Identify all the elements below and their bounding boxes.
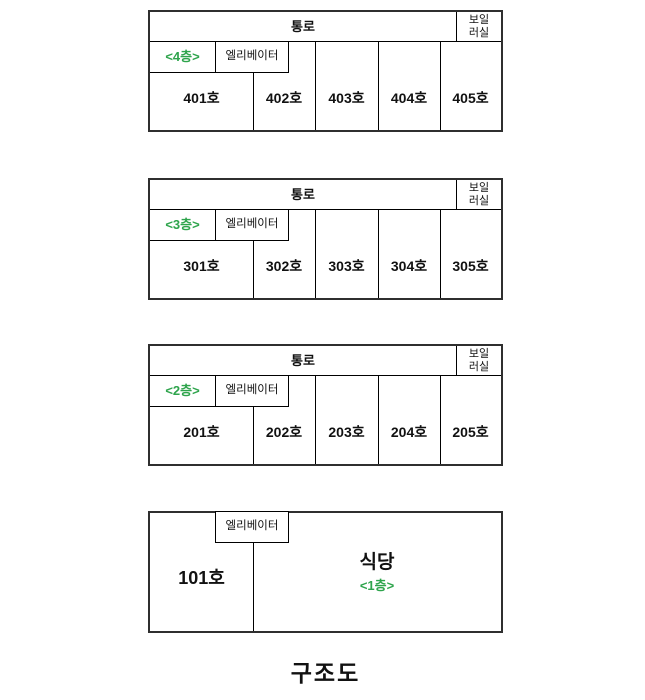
wall-line bbox=[440, 41, 441, 130]
room-202-label: 202호 bbox=[265, 424, 303, 440]
room-304-label: 304호 bbox=[390, 258, 428, 274]
corridor-label: 통로 bbox=[291, 353, 315, 368]
boiler-room-label: 보일 러실 bbox=[457, 346, 501, 375]
floor-3-block: 통로 보일 러실 <3층> 엘리베이터 301호 302호 303호 304호 … bbox=[148, 178, 503, 300]
boiler-room-line1: 보일 bbox=[468, 347, 490, 360]
elevator-box: 엘리베이터 bbox=[215, 209, 289, 241]
boiler-room-line1: 보일 bbox=[468, 13, 490, 26]
elevator-label: 엘리베이터 bbox=[225, 384, 279, 396]
room-204-label: 204호 bbox=[390, 424, 428, 440]
floor-2-block: 통로 보일 러실 <2층> 엘리베이터 201호 202호 203호 204호 … bbox=[148, 344, 503, 466]
floor-2-tag: <2층> bbox=[165, 383, 200, 398]
room-305-label: 305호 bbox=[452, 258, 489, 274]
floor-4-block: 통로 보일 러실 <4층> 엘리베이터 401호 402호 403호 404호 … bbox=[148, 10, 503, 132]
corridor-label: 통로 bbox=[291, 187, 315, 202]
floor-1-tag: <1층> bbox=[359, 578, 395, 593]
elevator-box: 엘리베이터 bbox=[215, 375, 289, 407]
wall-line bbox=[253, 240, 254, 298]
elevator-label: 엘리베이터 bbox=[225, 50, 279, 62]
wall-line bbox=[378, 41, 379, 130]
boiler-room-line1: 보일 bbox=[468, 181, 490, 194]
wall-line bbox=[253, 406, 254, 464]
boiler-room-line2: 러실 bbox=[468, 26, 490, 39]
room-203-label: 203호 bbox=[328, 424, 365, 440]
wall-line bbox=[253, 542, 254, 631]
boiler-room-line2: 러실 bbox=[468, 194, 490, 207]
room-303-label: 303호 bbox=[328, 258, 365, 274]
room-302-label: 302호 bbox=[265, 258, 303, 274]
cafeteria-area: 식당 <1층> bbox=[253, 551, 501, 595]
wall-line bbox=[150, 406, 215, 407]
elevator-box: 엘리베이터 bbox=[215, 41, 289, 73]
wall-line bbox=[150, 41, 501, 42]
wall-line bbox=[150, 375, 501, 376]
wall-line bbox=[456, 12, 457, 41]
wall-line bbox=[315, 41, 316, 130]
room-401-label: 401호 bbox=[183, 90, 220, 106]
elevator-label: 엘리베이터 bbox=[225, 520, 279, 532]
room-201-label: 201호 bbox=[183, 424, 220, 440]
wall-line bbox=[150, 209, 501, 210]
wall-line bbox=[456, 180, 457, 209]
diagram-caption: 구조도 bbox=[290, 660, 361, 686]
boiler-room-label: 보일 러실 bbox=[457, 12, 501, 41]
room-403-label: 403호 bbox=[328, 90, 365, 106]
room-301-label: 301호 bbox=[183, 258, 220, 274]
boiler-room-line2: 러실 bbox=[468, 360, 490, 373]
wall-line bbox=[253, 72, 254, 130]
floor-1-block: 엘리베이터 101호 식당 <1층> bbox=[148, 511, 503, 633]
wall-line bbox=[440, 209, 441, 298]
room-402-label: 402호 bbox=[265, 90, 303, 106]
wall-line bbox=[378, 375, 379, 464]
floor-3-tag: <3층> bbox=[165, 217, 200, 232]
wall-line bbox=[150, 240, 215, 241]
corridor-label: 통로 bbox=[291, 19, 315, 34]
wall-line bbox=[456, 346, 457, 375]
elevator-label: 엘리베이터 bbox=[225, 218, 279, 230]
elevator-box: 엘리베이터 bbox=[215, 511, 289, 543]
wall-line bbox=[150, 72, 215, 73]
room-101-label: 101호 bbox=[178, 568, 225, 588]
boiler-room-label: 보일 러실 bbox=[457, 180, 501, 209]
wall-line bbox=[315, 375, 316, 464]
room-205-label: 205호 bbox=[452, 424, 489, 440]
wall-line bbox=[378, 209, 379, 298]
wall-line bbox=[440, 375, 441, 464]
cafeteria-label: 식당 bbox=[359, 552, 395, 573]
floor-4-tag: <4층> bbox=[165, 49, 200, 64]
room-404-label: 404호 bbox=[390, 90, 428, 106]
room-405-label: 405호 bbox=[452, 90, 489, 106]
wall-line bbox=[315, 209, 316, 298]
